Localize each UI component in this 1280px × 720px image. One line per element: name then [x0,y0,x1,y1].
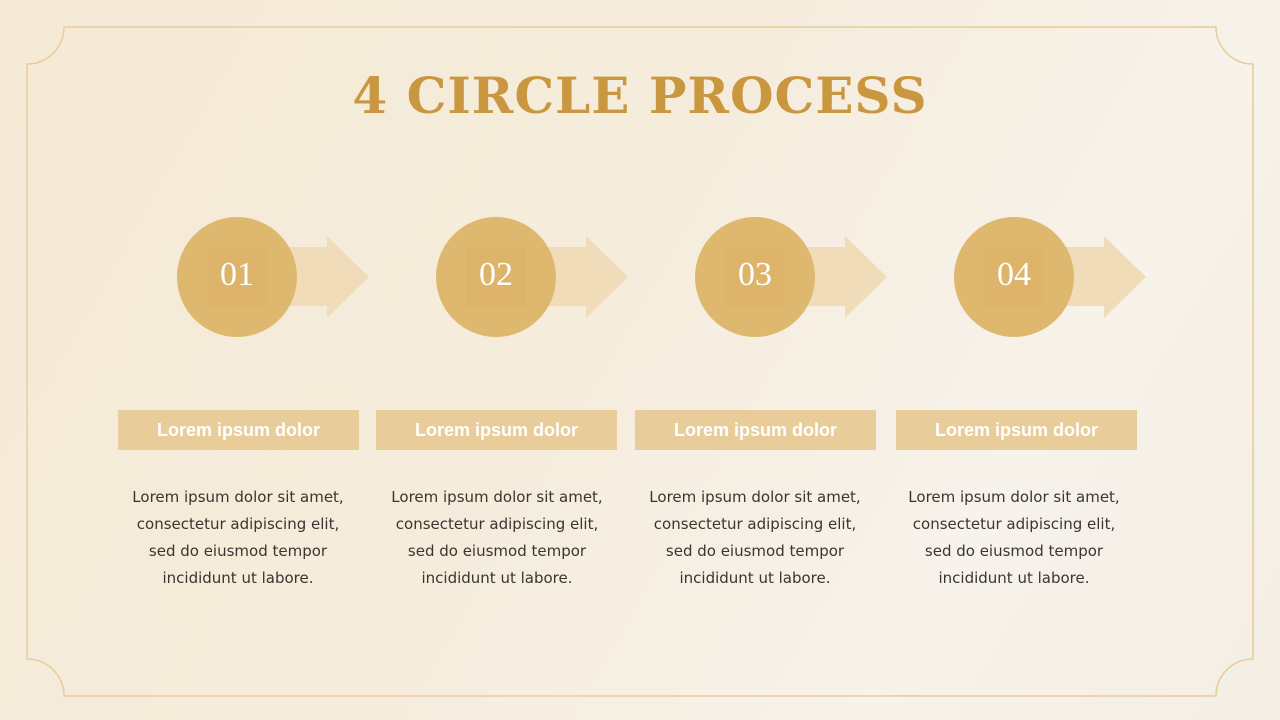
description-line: sed do eiusmod tempor [924,542,1104,560]
description-line: Lorem ipsum dolor sit amet, [132,488,344,506]
description-line: Lorem ipsum dolor sit amet, [391,488,603,506]
description-line: incididunt ut labore. [938,569,1090,587]
description-line: sed do eiusmod tempor [407,542,587,560]
process-step-3: 03 [695,217,895,337]
step-label: Lorem ipsum dolor [896,410,1137,450]
step-square [466,247,526,307]
step-number: 03 [738,256,772,293]
description-line: Lorem ipsum dolor sit amet, [908,488,1120,506]
step-label: Lorem ipsum dolor [635,410,876,450]
step-square [725,247,785,307]
description-line: incididunt ut labore. [421,569,573,587]
description-line: incididunt ut labore. [162,569,314,587]
step-number: 01 [220,256,254,293]
step-square [207,247,267,307]
step-label: Lorem ipsum dolor [376,410,617,450]
process-step-4: 04 [954,217,1154,337]
step-number: 04 [997,256,1031,293]
process-step-1: 01 [177,217,377,337]
step-description: Lorem ipsum dolor sit amet, consectetur a… [625,484,885,592]
step-description: Lorem ipsum dolor sit amet, consectetur a… [367,484,627,592]
process-step-2: 02 [436,217,636,337]
step-description: Lorem ipsum dolor sit amet, consectetur a… [108,484,368,592]
description-line: consectetur adipiscing elit, [653,515,857,533]
step-label: Lorem ipsum dolor [118,410,359,450]
step-square [984,247,1044,307]
description-line: incididunt ut labore. [679,569,831,587]
description-line: consectetur adipiscing elit, [912,515,1116,533]
page-title: 4 CIRCLE PROCESS [352,66,928,125]
description-line: Lorem ipsum dolor sit amet, [649,488,861,506]
description-line: consectetur adipiscing elit, [136,515,340,533]
step-description: Lorem ipsum dolor sit amet, consectetur a… [884,484,1144,592]
description-line: consectetur adipiscing elit, [395,515,599,533]
description-line: sed do eiusmod tempor [665,542,845,560]
description-line: sed do eiusmod tempor [148,542,328,560]
step-number: 02 [479,256,513,293]
